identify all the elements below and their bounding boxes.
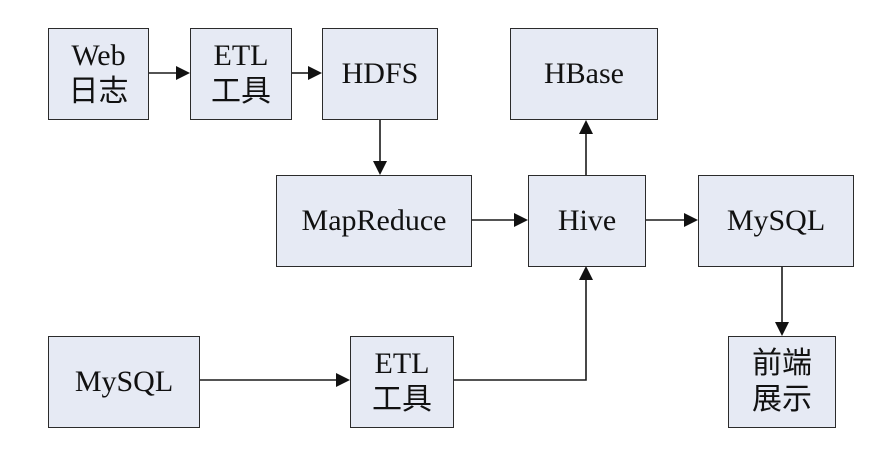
node-mysql-left-label: MySQL	[74, 365, 174, 398]
edge-mysql-right-to-frontend	[775, 266, 789, 336]
edge-hdfs-to-mapreduce	[373, 120, 387, 175]
edge-mapreduce-to-hive	[472, 213, 528, 227]
node-web-log-line1: Web	[71, 39, 126, 72]
edge-etl-bottom-to-hive	[454, 266, 593, 381]
node-mysql-right: MySQL	[698, 175, 854, 267]
node-hive-label: Hive	[557, 204, 617, 237]
node-etl-top: ETL 工具	[190, 28, 292, 120]
node-etl-bottom-line1: ETL	[374, 347, 430, 380]
node-mysql-right-label: MySQL	[726, 204, 826, 237]
edge-hive-to-hbase	[579, 120, 593, 175]
node-frontend: 前端 展示	[728, 336, 836, 428]
edge-web-log-to-etl-top	[149, 66, 190, 80]
node-frontend-line1: 前端	[752, 347, 812, 380]
edge-etl-top-to-hdfs	[292, 66, 322, 80]
node-etl-top-line1: ETL	[213, 39, 269, 72]
node-hbase-label: HBase	[544, 57, 624, 90]
node-hbase: HBase	[510, 28, 658, 120]
edge-mysql-left-to-etl-bottom	[200, 373, 350, 387]
edge-hive-to-mysql-right	[646, 213, 698, 227]
node-hdfs: HDFS	[322, 28, 438, 120]
node-etl-top-line2: 工具	[211, 75, 271, 108]
node-web-log-line2: 日志	[68, 75, 129, 108]
node-web-log: Web 日志	[48, 28, 149, 120]
node-hive: Hive	[528, 175, 646, 267]
node-etl-bottom: ETL 工具	[350, 336, 454, 428]
node-mysql-left: MySQL	[48, 336, 200, 428]
node-etl-bottom-line2: 工具	[372, 383, 432, 416]
node-mapreduce: MapReduce	[276, 175, 472, 267]
node-hdfs-label: HDFS	[341, 57, 419, 90]
node-frontend-line2: 展示	[752, 383, 812, 416]
node-mapreduce-label: MapReduce	[301, 204, 447, 237]
